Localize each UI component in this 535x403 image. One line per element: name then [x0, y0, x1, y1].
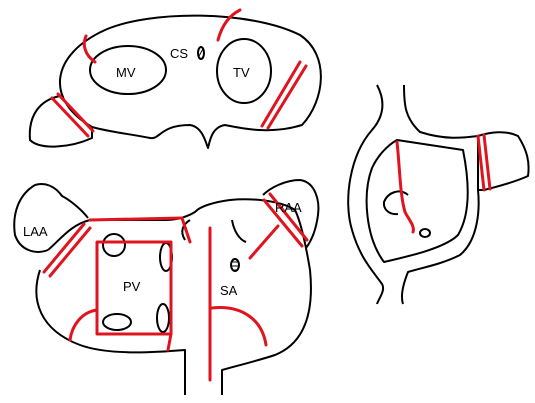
posterior-line-to-cs	[168, 334, 171, 350]
crista-line	[397, 142, 413, 232]
cti-line-b	[268, 66, 306, 128]
cti-line-a	[262, 62, 300, 126]
appendage-line-b	[484, 135, 490, 189]
roof-line	[90, 218, 182, 220]
sa-lateral-line	[250, 226, 278, 258]
sa-notch	[232, 220, 246, 242]
sa-node-marker	[231, 259, 239, 271]
label-sa: SA	[220, 283, 238, 298]
label-mv: MV	[116, 65, 136, 80]
mitral-isthmus-line	[84, 36, 95, 62]
label-pv: PV	[123, 279, 141, 294]
pv-inferior-right	[157, 304, 169, 332]
label-raa: RAA	[275, 200, 302, 215]
sa-cti-line	[212, 308, 266, 345]
pv-superior-left	[103, 234, 125, 256]
label-laa: LAA	[23, 224, 48, 239]
right-atrium-lesions	[397, 135, 490, 232]
valve-plane-view	[30, 16, 321, 148]
right-atrium-section	[348, 85, 528, 304]
small-ostium	[420, 229, 430, 237]
coronary-sinus-hatch	[199, 49, 203, 56]
valve-plane-outline	[60, 16, 321, 148]
label-tv: TV	[233, 65, 250, 80]
mitral-line	[70, 310, 97, 340]
posterior-atria-outline	[36, 199, 311, 395]
inner-chamber	[367, 140, 468, 262]
pv-inferior-left	[103, 314, 131, 330]
laa-base-line-b	[50, 228, 90, 276]
laa-isolation-line-b	[58, 94, 93, 131]
laa-isolation-line-a	[52, 98, 88, 136]
tv-superior-line	[218, 10, 240, 40]
left-wall-outer	[348, 85, 383, 304]
label-cs: CS	[170, 46, 188, 61]
